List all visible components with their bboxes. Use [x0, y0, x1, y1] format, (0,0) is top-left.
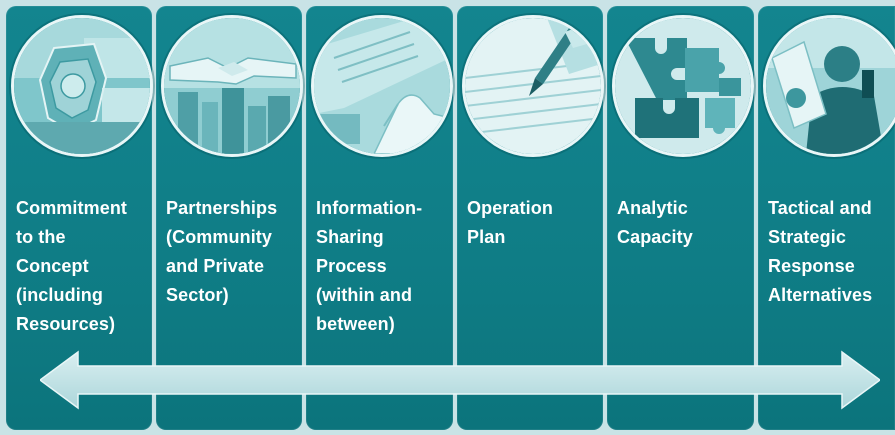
double-arrow-icon [40, 350, 880, 410]
label-line: Operation [467, 198, 553, 218]
label-line: (within and [316, 285, 413, 305]
label-line: Commitment [16, 198, 128, 218]
label-line: Plan [467, 227, 506, 247]
label-line: Partnerships [166, 198, 278, 218]
stage-operation-plan: Operation Plan [457, 6, 604, 430]
pen-writing-icon [462, 15, 604, 157]
label-line: Tactical and [768, 198, 872, 218]
label-line: Sharing [316, 227, 384, 247]
stage-label: Analytic Capacity [617, 194, 750, 252]
label-line: Process [316, 256, 387, 276]
stage-information-sharing: Information- Sharing Process (within and… [306, 6, 453, 430]
label-line: Sector) [166, 285, 229, 305]
label-line: (including [16, 285, 103, 305]
stage-label: Tactical and Strategic Response Alternat… [768, 194, 891, 310]
label-line: Capacity [617, 227, 693, 247]
label-line: Response [768, 256, 855, 276]
stage-label: Information- Sharing Process (within and… [316, 194, 449, 339]
officer-radio-icon [763, 15, 895, 157]
stage-label: Commitment to the Concept (including Res… [16, 194, 148, 339]
stage-partnerships: Partnerships (Community and Private Sect… [156, 6, 303, 430]
handshake-icon [161, 15, 303, 157]
police-badge-icon [11, 15, 153, 157]
label-line: Resources) [16, 314, 116, 334]
label-line: (Community [166, 227, 272, 247]
label-line: Information- [316, 198, 423, 218]
label-line: to the [16, 227, 66, 247]
stage-label: Operation Plan [467, 194, 599, 252]
puzzle-pieces-icon [612, 15, 754, 157]
label-line: between) [316, 314, 395, 334]
label-line: Analytic [617, 198, 688, 218]
stage-analytic-capacity: Analytic Capacity [607, 6, 754, 430]
label-line: Concept [16, 256, 89, 276]
touchscreen-hand-icon [311, 15, 453, 157]
label-line: Strategic [768, 227, 846, 247]
stage-tactical-response: Tactical and Strategic Response Alternat… [758, 6, 895, 430]
stage-label: Partnerships (Community and Private Sect… [166, 194, 298, 310]
label-line: and Private [166, 256, 265, 276]
label-line: Alternatives [768, 285, 873, 305]
stage-commitment: Commitment to the Concept (including Res… [6, 6, 153, 430]
